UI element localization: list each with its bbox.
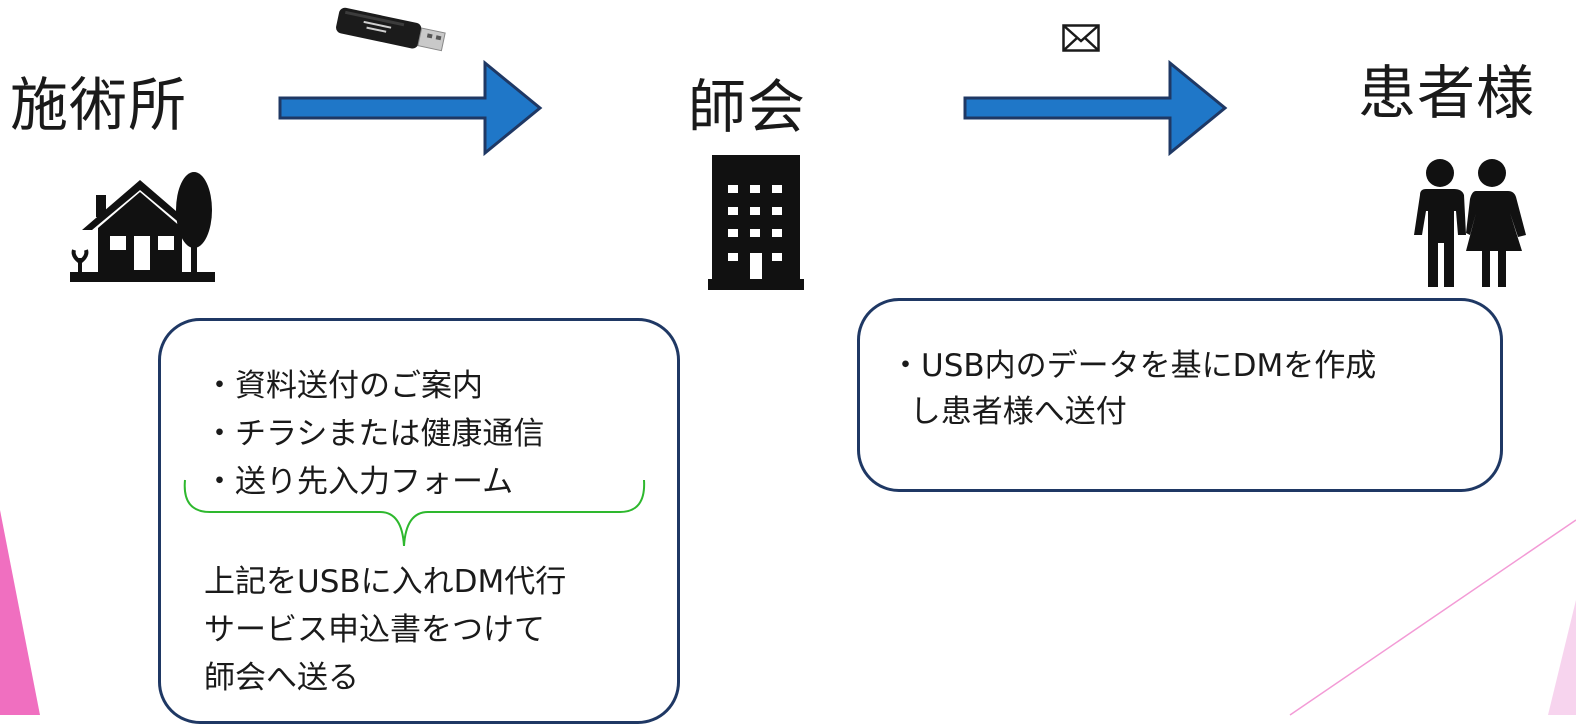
left-box-note-line-1: 上記をUSBに入れDM代行: [204, 564, 567, 600]
left-box-note-line-3: 師会へ送る: [204, 660, 359, 696]
left-box-item-3: ・送り先入力フォーム: [204, 464, 514, 500]
left-box-note-line-2: サービス申込書をつけて: [204, 612, 545, 648]
node-clinic-label: 施術所: [10, 71, 188, 139]
right-box-line-2: し患者様へ送付: [890, 394, 1127, 430]
left-info-box: [158, 318, 680, 724]
usb-drive-icon: [336, 7, 446, 52]
envelope-icon: [1062, 24, 1100, 52]
node-association-label: 師会: [688, 73, 807, 141]
office-building-icon: [708, 155, 804, 290]
right-box-line-1: ・USB内のデータを基にDMを作成: [890, 348, 1377, 384]
flow-arrow-1: [278, 59, 543, 157]
flow-arrow-2: [963, 59, 1228, 157]
node-patients-label: 患者様: [1358, 59, 1536, 127]
right-info-box: [857, 298, 1503, 492]
couple-people-icon: [1414, 159, 1526, 287]
pink-accent-line: [1289, 519, 1576, 716]
left-box-item-1: ・資料送付のご案内: [204, 368, 483, 404]
house-with-tree-icon: [70, 172, 215, 282]
pink-accent-right: [1548, 600, 1576, 715]
left-box-item-2: ・チラシまたは健康通信: [204, 416, 545, 452]
curly-brace: [183, 479, 646, 547]
